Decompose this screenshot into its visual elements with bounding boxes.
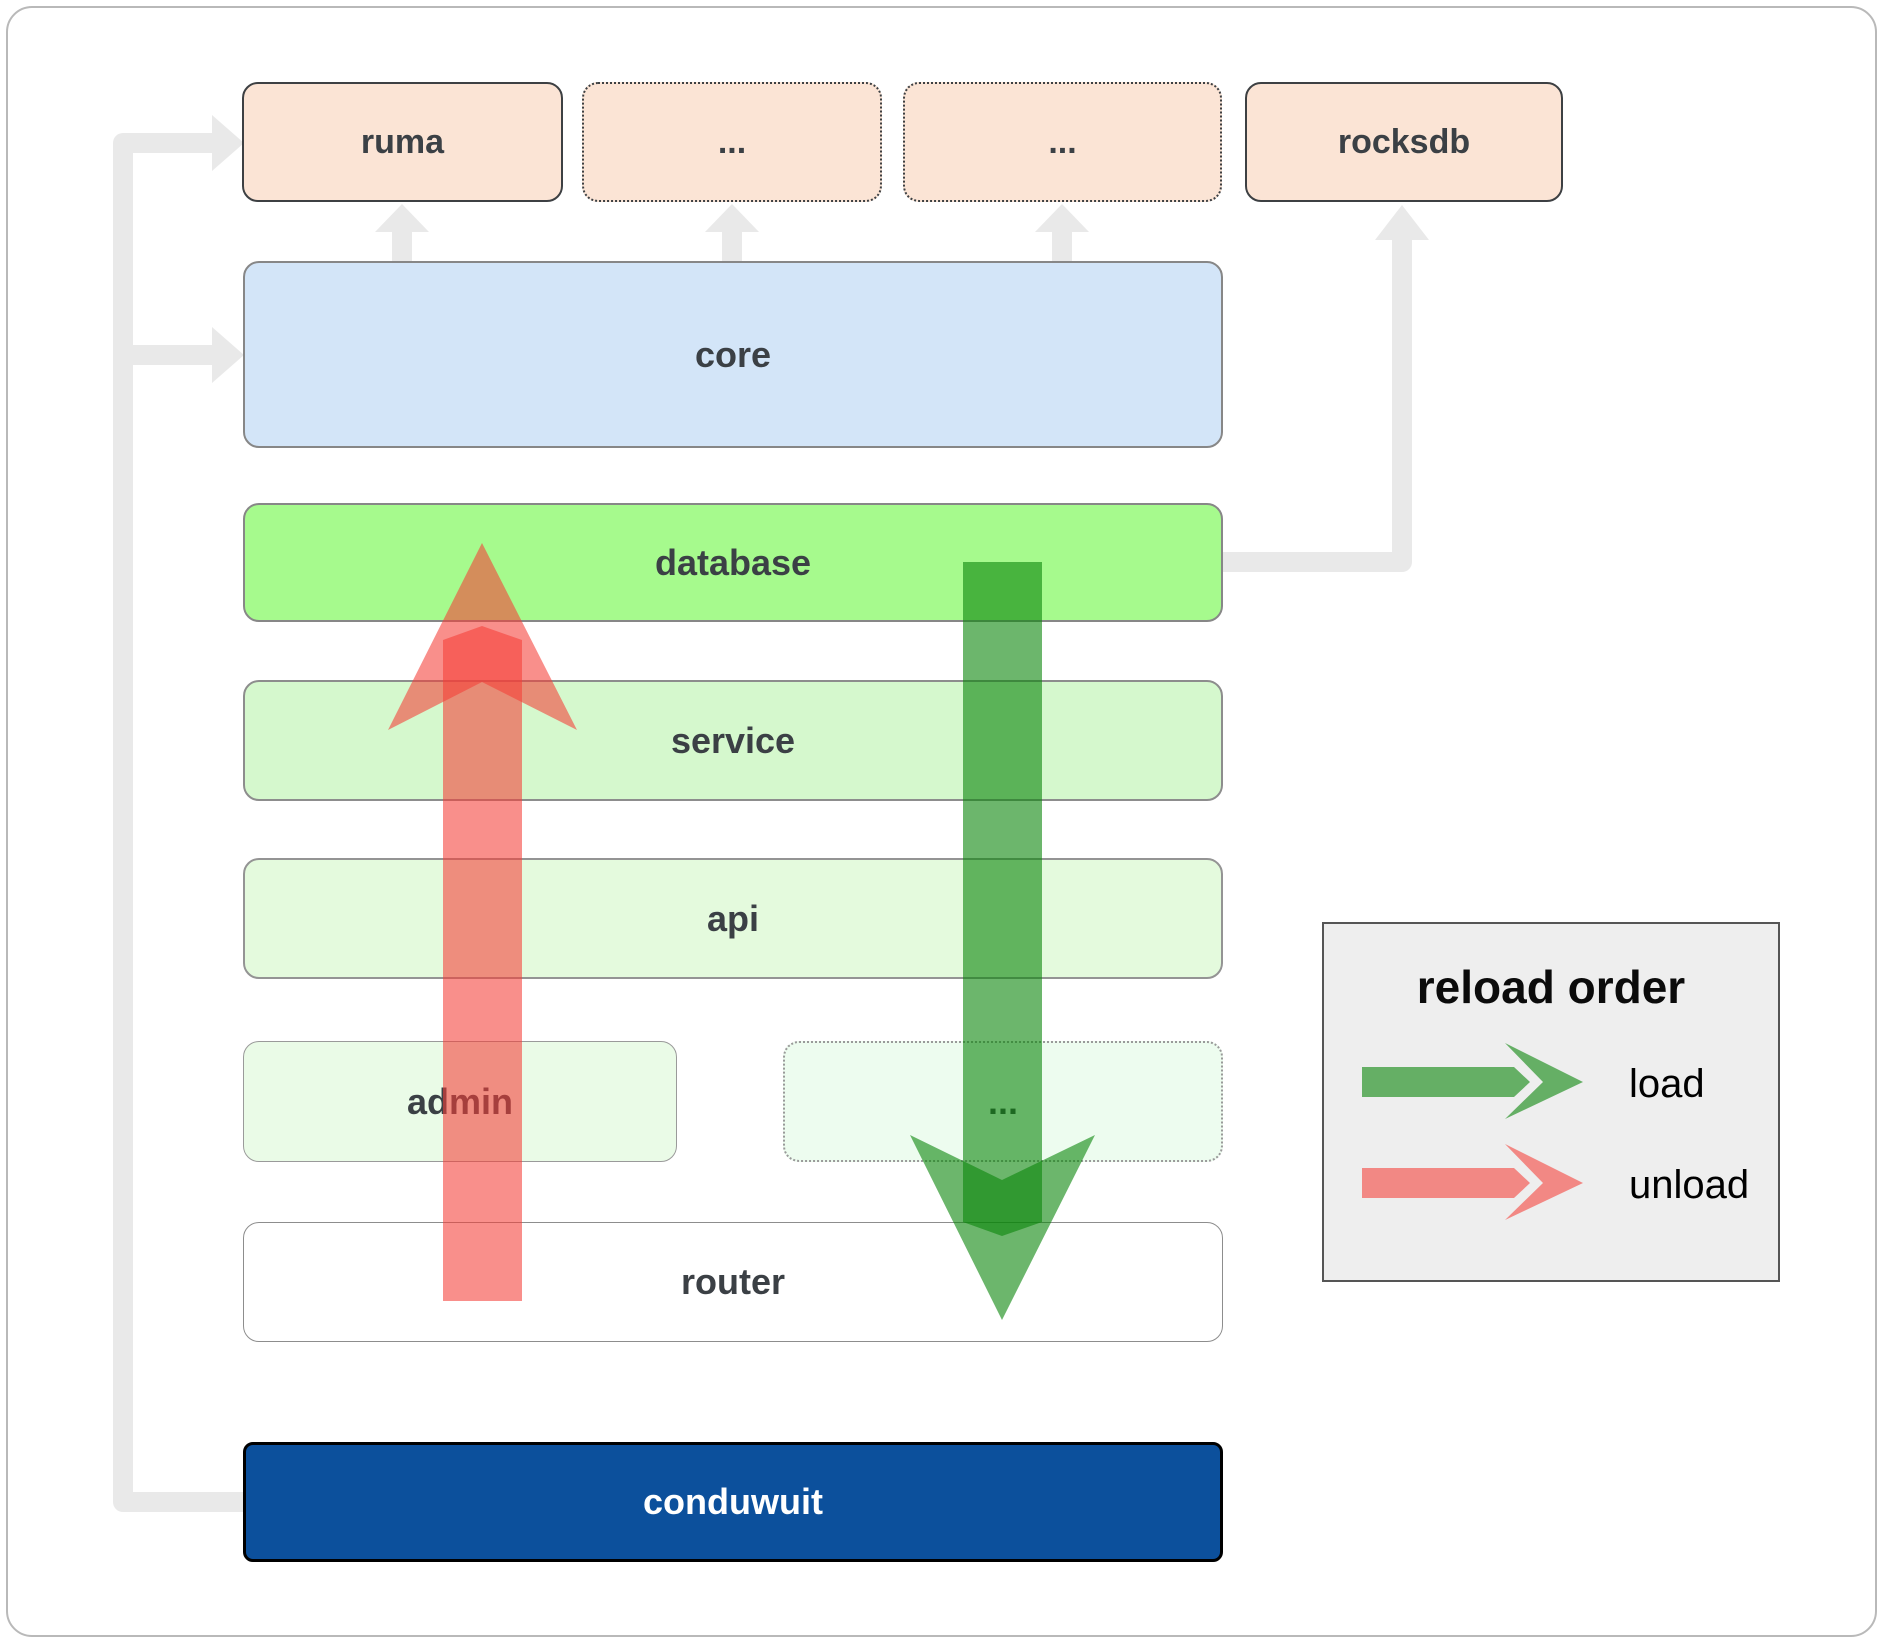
node-external-3: ... — [783, 1041, 1223, 1162]
node-label: api — [706, 897, 759, 939]
node-label: core — [694, 333, 772, 375]
legend-title: reload order — [1416, 961, 1686, 1013]
node-rocksdb: rocksdb — [1245, 82, 1563, 202]
diagram-frame — [6, 6, 1877, 1637]
node-service: service — [243, 680, 1223, 801]
node-label: router — [680, 1261, 785, 1302]
node-label: conduwuit — [643, 1481, 823, 1522]
node-label: database — [654, 541, 812, 583]
node-database: database — [243, 503, 1223, 622]
node-label: ruma — [360, 122, 445, 161]
node-label: ... — [1048, 122, 1077, 161]
node-label: ... — [717, 122, 747, 161]
node-label: admin — [406, 1080, 513, 1122]
legend: reload order load unload — [1322, 922, 1780, 1282]
node-label: rocksdb — [1337, 122, 1471, 161]
node-external-1: ... — [582, 82, 882, 202]
node-api: api — [243, 858, 1223, 979]
node-label: ... — [987, 1080, 1018, 1122]
node-core: core — [243, 261, 1223, 448]
node-ruma: ruma — [242, 82, 563, 202]
node-admin: admin — [243, 1041, 677, 1162]
node-label: service — [670, 719, 796, 761]
node-conduwuit: conduwuit — [243, 1442, 1223, 1562]
legend-unload-label: unload — [1629, 1163, 1750, 1207]
node-external-2: ... — [903, 82, 1222, 202]
node-router: router — [243, 1222, 1223, 1342]
legend-load-label: load — [1629, 1062, 1705, 1106]
